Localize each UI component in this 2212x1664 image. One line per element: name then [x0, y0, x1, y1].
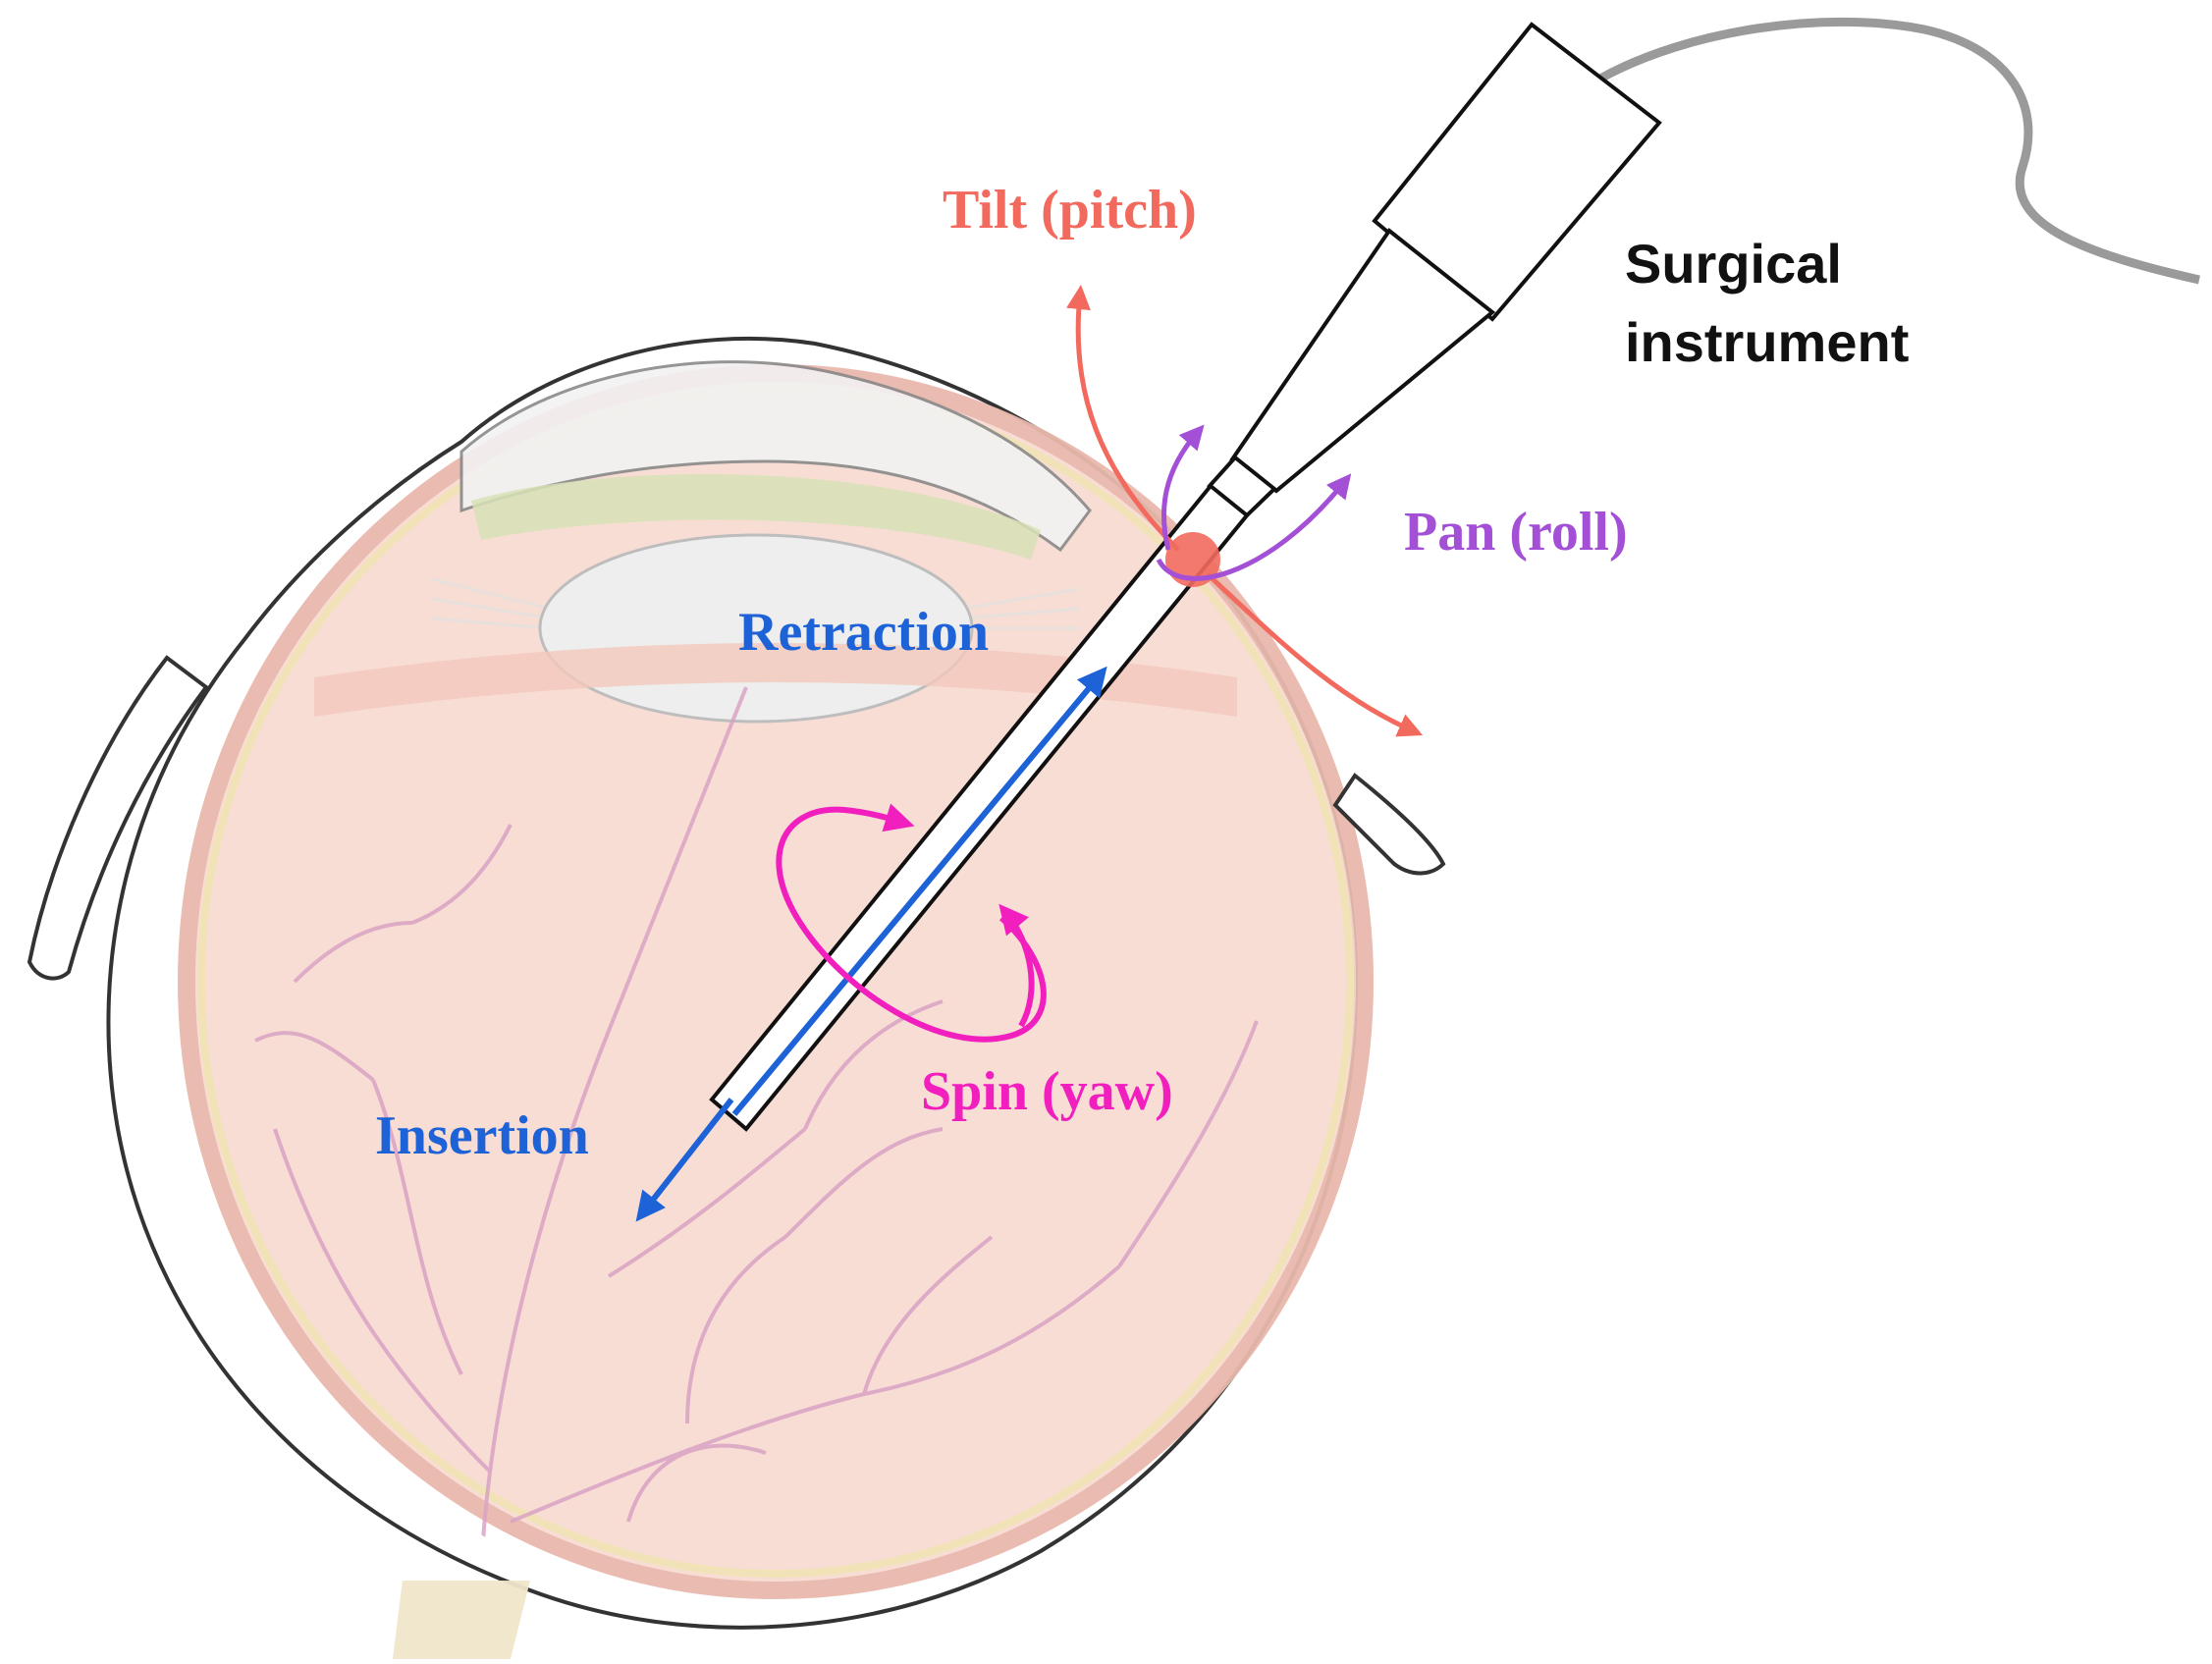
label-retraction: Retraction	[738, 602, 989, 663]
instrument-shaft	[709, 483, 1250, 1132]
lower-lid-right	[1332, 773, 1446, 876]
instrument-handle	[1372, 22, 1662, 322]
cornea	[459, 360, 1092, 553]
tilt-rotation-icon	[1066, 285, 1424, 737]
eyeball	[27, 336, 1446, 1659]
iris	[471, 473, 1041, 560]
pars-plana	[314, 643, 1237, 717]
spin-rotation-icon	[776, 803, 1047, 1043]
pivot-point	[1165, 532, 1220, 587]
ciliary-fibres	[431, 577, 1081, 630]
label-instrument-line2: instrument	[1625, 311, 1909, 373]
instrument-taper	[1229, 228, 1496, 494]
instrument-cable	[1597, 17, 2200, 285]
insertion-arrow	[635, 1098, 734, 1222]
label-instrument-line1: Surgical	[1625, 233, 1842, 295]
lower-lid-left	[27, 655, 209, 981]
label-spin: Spin (yaw)	[921, 1061, 1173, 1122]
label-pan: Pan (roll)	[1404, 502, 1628, 563]
retraction-arrow	[731, 666, 1107, 1116]
retinal-vessels	[254, 686, 1259, 1572]
surgical-instrument	[709, 22, 1662, 1132]
optic-nerve	[393, 1581, 530, 1659]
label-tilt: Tilt (pitch)	[943, 180, 1197, 241]
pan-rotation-icon	[1156, 424, 1352, 581]
label-insertion: Insertion	[375, 1105, 589, 1166]
